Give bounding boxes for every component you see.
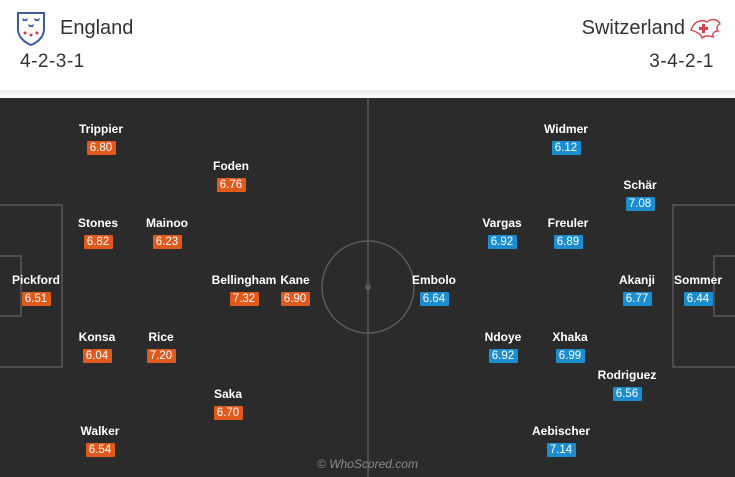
player-rating: 6.44 (683, 292, 713, 306)
home-team-name: England (60, 17, 134, 39)
player-name: Mainoo (146, 216, 188, 230)
england-crest-icon (17, 12, 45, 46)
player-rating: 6.23 (152, 235, 182, 249)
player-walker[interactable]: Walker 6.54 (50, 424, 150, 458)
player-name: Embolo (412, 273, 456, 287)
player-kane[interactable]: Kane 6.90 (245, 273, 345, 307)
player-saka[interactable]: Saka 6.70 (178, 387, 278, 421)
player-name: Konsa (78, 330, 116, 344)
header-divider (0, 90, 735, 98)
player-name: Aebischer (531, 424, 591, 438)
player-name: Sommer (673, 273, 723, 287)
player-name: Rice (148, 330, 174, 344)
player-rating: 6.80 (86, 141, 116, 155)
player-rating: 6.90 (280, 292, 310, 306)
player-ndoye[interactable]: Ndoye 6.92 (453, 330, 553, 364)
player-embolo[interactable]: Embolo 6.64 (384, 273, 484, 307)
player-widmer[interactable]: Widmer 6.12 (516, 122, 616, 156)
player-rating: 6.56 (612, 387, 642, 401)
player-name: Kane (280, 273, 310, 287)
player-akanji[interactable]: Akanji 6.77 (587, 273, 687, 307)
football-pitch: Trippier 6.80 Foden 6.76 Stones 6.82 Mai… (0, 98, 735, 477)
match-header: England 4-2-3-1 Switzerland 3-4-2-1 (0, 0, 735, 90)
player-name: Akanji (618, 273, 655, 287)
pitch-markings (0, 98, 735, 477)
player-konsa[interactable]: Konsa 6.04 (47, 330, 147, 364)
player-name: Freuler (547, 216, 589, 230)
player-name: Bellingham (211, 273, 277, 287)
player-name: Ndoye (484, 330, 522, 344)
player-rodriguez[interactable]: Rodriguez 6.56 (577, 368, 677, 402)
player-name: Foden (213, 159, 249, 173)
player-name: Stones (77, 216, 118, 230)
player-name: Schär (623, 178, 657, 192)
player-sommer[interactable]: Sommer 6.44 (648, 273, 735, 307)
switzerland-crest-icon (690, 18, 721, 40)
player-rating: 6.54 (85, 443, 115, 457)
player-rating: 6.82 (83, 235, 113, 249)
whoscored-watermark: © WhoScored.com (317, 457, 418, 471)
player-rating: 6.89 (553, 235, 583, 249)
player-trippier[interactable]: Trippier 6.80 (51, 122, 151, 156)
player-mainoo[interactable]: Mainoo 6.23 (117, 216, 217, 250)
away-team-name: Switzerland (581, 17, 685, 39)
player-vargas[interactable]: Vargas 6.92 (452, 216, 552, 250)
player-name: Pickford (11, 273, 60, 287)
player-foden[interactable]: Foden 6.76 (181, 159, 281, 193)
player-name: Xhaka (552, 330, 588, 344)
player-rating: 6.77 (622, 292, 652, 306)
player-bellingham[interactable]: Bellingham 7.32 (194, 273, 294, 307)
player-name: Rodriguez (597, 368, 657, 382)
player-rice[interactable]: Rice 7.20 (111, 330, 211, 364)
player-rating: 7.14 (546, 443, 576, 457)
player-stones[interactable]: Stones 6.82 (48, 216, 148, 250)
player-freuler[interactable]: Freuler 6.89 (518, 216, 618, 250)
player-schar[interactable]: Schär 7.08 (590, 178, 690, 212)
player-pickford[interactable]: Pickford 6.51 (0, 273, 86, 307)
player-rating: 6.92 (487, 235, 517, 249)
player-rating: 6.12 (551, 141, 581, 155)
player-rating: 6.04 (82, 349, 112, 363)
player-rating: 6.51 (21, 292, 51, 306)
player-rating: 6.70 (213, 406, 243, 420)
away-formation: 3-4-2-1 (649, 51, 714, 72)
player-name: Walker (80, 424, 120, 438)
player-rating: 7.32 (229, 292, 259, 306)
player-aebischer[interactable]: Aebischer 7.14 (511, 424, 611, 458)
player-name: Vargas (482, 216, 522, 230)
player-rating: 6.64 (419, 292, 449, 306)
player-name: Trippier (78, 122, 123, 136)
player-xhaka[interactable]: Xhaka 6.99 (520, 330, 620, 364)
player-name: Widmer (544, 122, 588, 136)
player-rating: 6.76 (216, 178, 246, 192)
home-formation: 4-2-3-1 (20, 51, 85, 72)
player-rating: 6.99 (555, 349, 585, 363)
player-name: Saka (213, 387, 243, 401)
player-rating: 6.92 (488, 349, 518, 363)
player-rating: 7.20 (146, 349, 176, 363)
player-rating: 7.08 (625, 197, 655, 211)
